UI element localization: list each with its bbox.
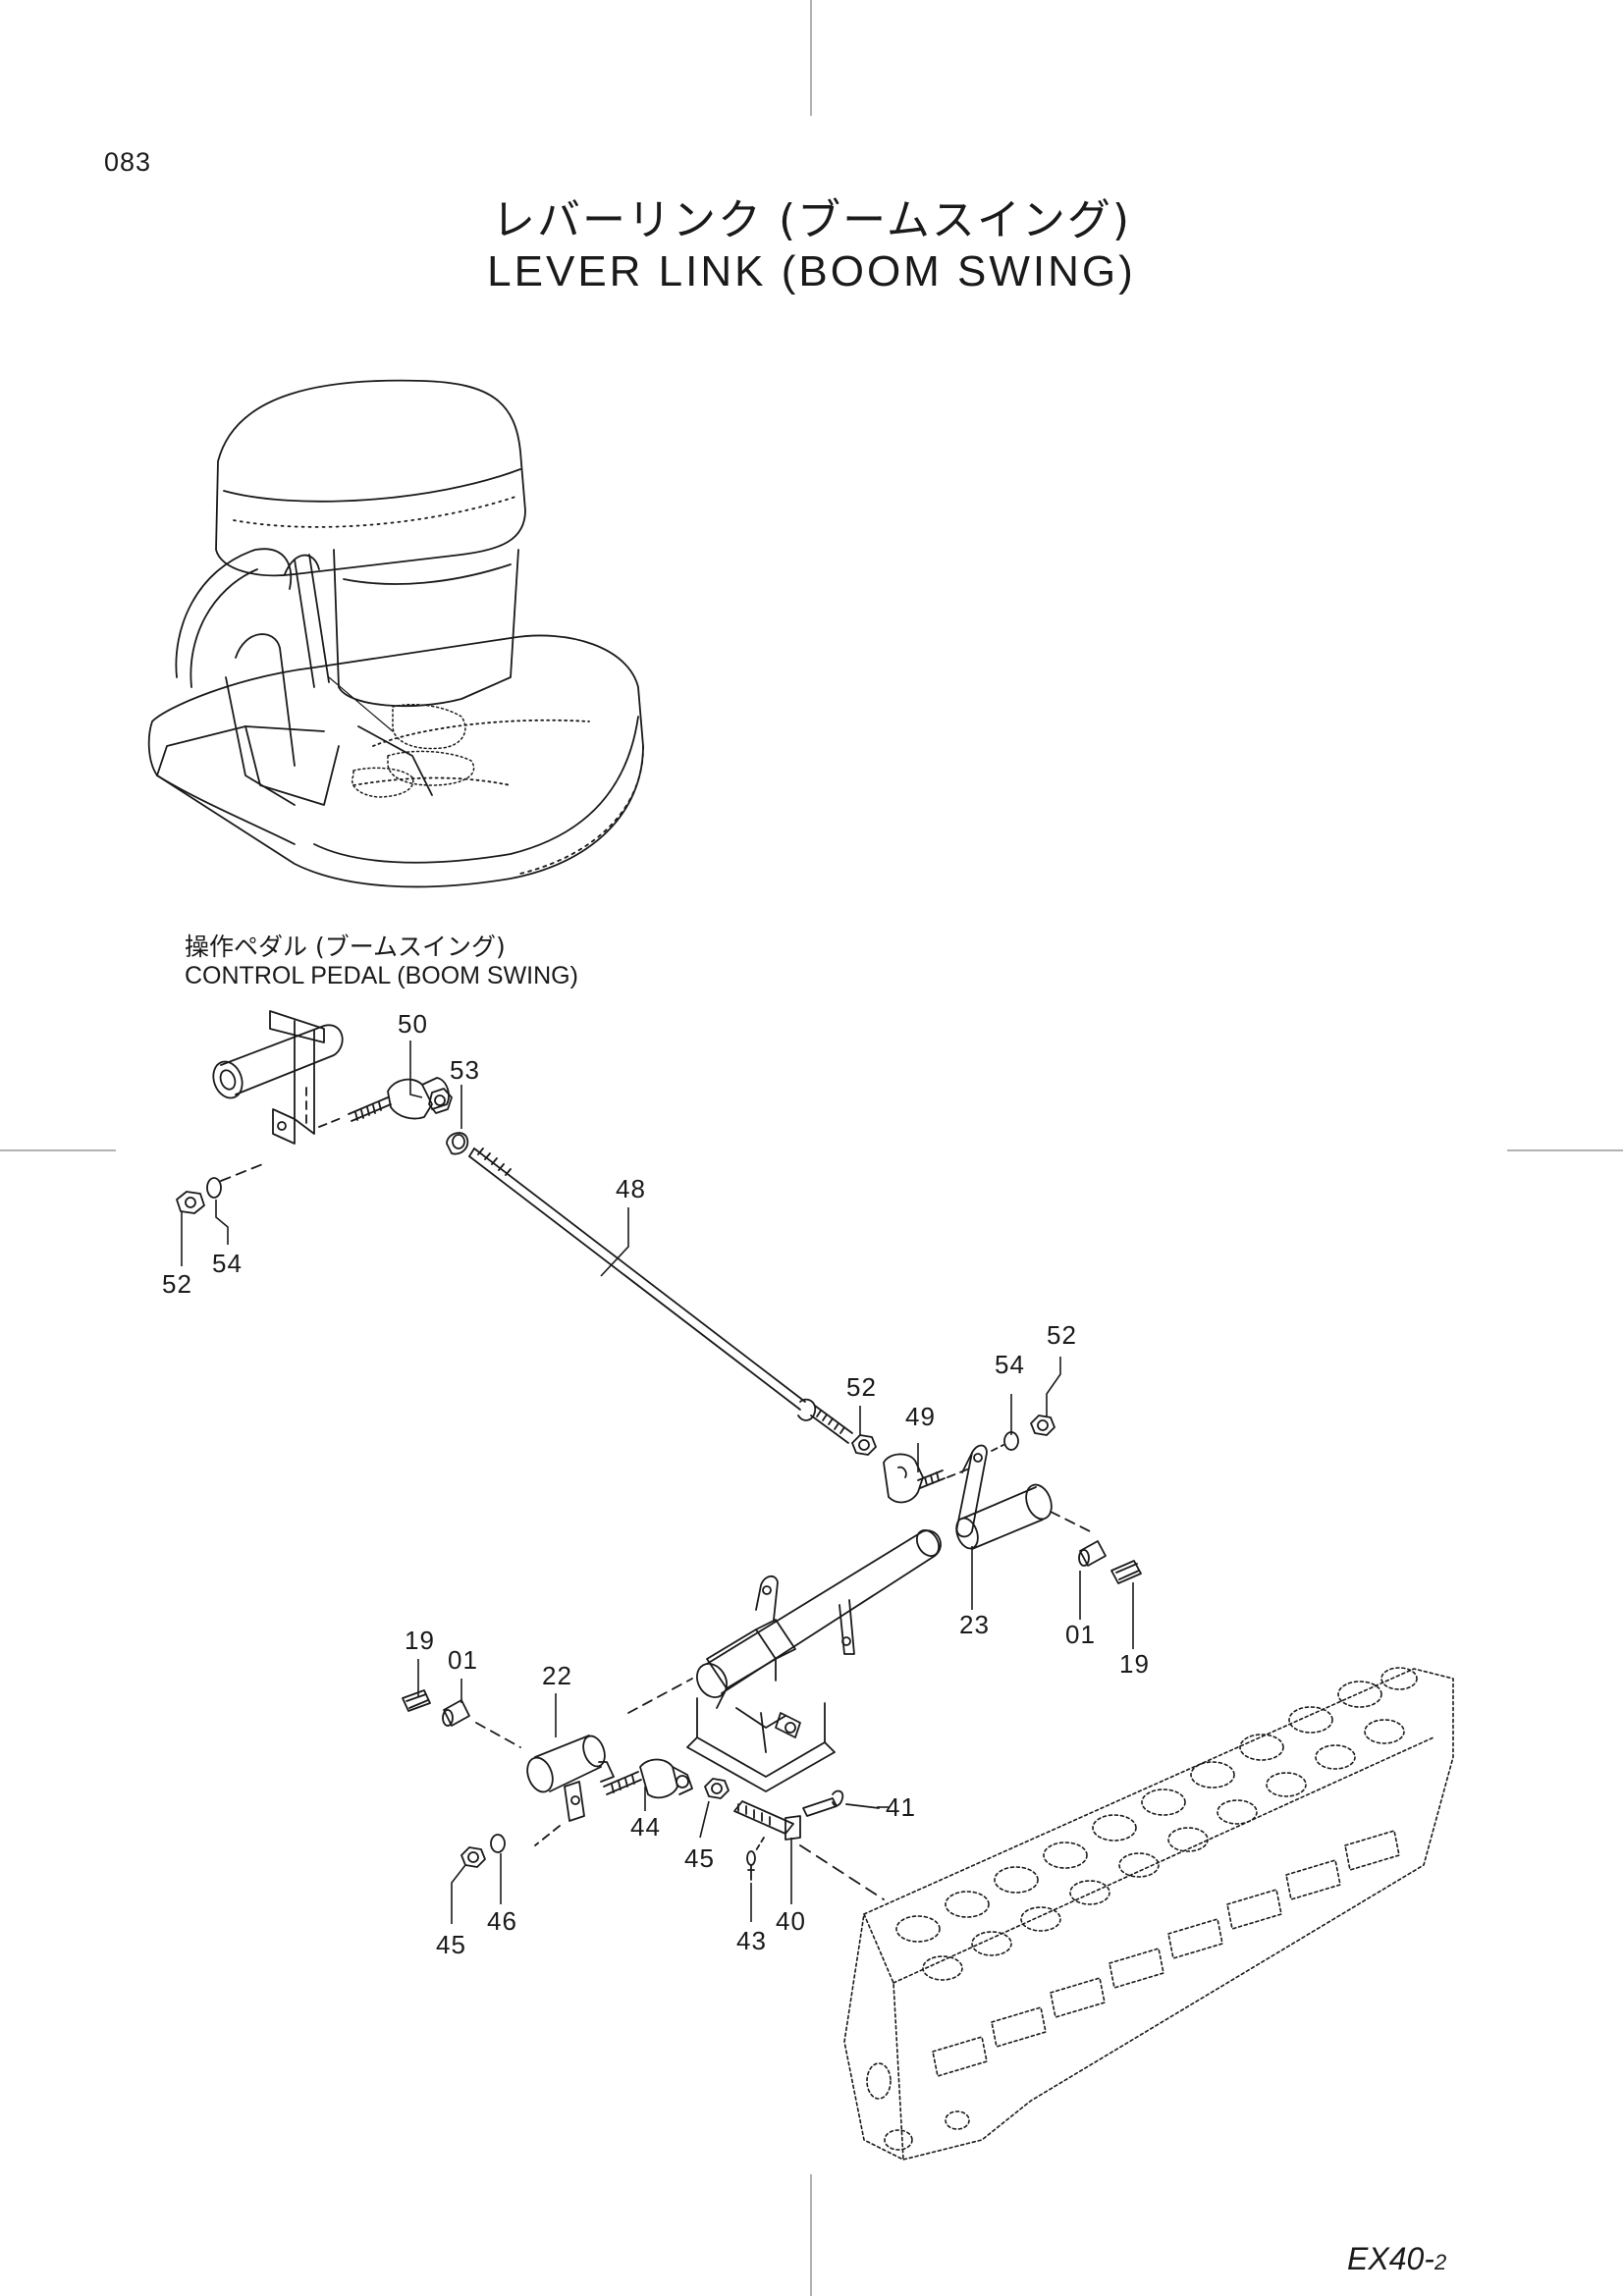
link-and-sleeve-23	[955, 1415, 1091, 1550]
callout-54-left: 54	[212, 1249, 243, 1278]
subassembly-label-english: CONTROL PEDAL (BOOM SWING)	[185, 962, 578, 989]
callout-41: 41	[886, 1792, 916, 1822]
page-number: 083	[104, 147, 152, 177]
pivot-shaft-and-stand	[627, 1528, 942, 1792]
title-english: LEVER LINK (BOOM SWING)	[487, 247, 1136, 295]
callout-01-right: 01	[1065, 1620, 1096, 1649]
rod-48	[468, 1148, 853, 1444]
clevis-pin-assembly	[733, 1789, 885, 1900]
ball-joint-lower	[883, 1453, 973, 1504]
callout-46: 46	[487, 1906, 517, 1936]
subassembly-label-japanese: 操作ペダル (ブームスイング)	[185, 933, 506, 961]
model-code: EX40-2	[1347, 2241, 1447, 2276]
control-valve-block	[843, 1667, 1454, 2161]
callout-52-mid: 52	[846, 1372, 877, 1402]
callout-48: 48	[616, 1174, 646, 1203]
callout-50: 50	[398, 1009, 428, 1039]
callout-19-right: 19	[1119, 1649, 1150, 1679]
callout-49: 49	[905, 1402, 936, 1431]
callout-54-right: 54	[995, 1350, 1025, 1379]
callout-19-left: 19	[405, 1626, 435, 1655]
ball-joint-upper	[318, 1077, 469, 1155]
pedal-bracket	[212, 1010, 344, 1145]
callout-52-right: 52	[1047, 1320, 1077, 1350]
lower-left-parts	[402, 1689, 730, 1868]
callout-01-left: 01	[448, 1645, 478, 1675]
nut-and-washer-left	[176, 1162, 266, 1214]
callout-45-upper: 45	[684, 1843, 715, 1873]
callout-44: 44	[630, 1812, 661, 1842]
callout-45-lower: 45	[436, 1930, 466, 1959]
callout-23: 23	[959, 1610, 990, 1639]
pins-right	[1078, 1540, 1142, 1584]
callout-43: 43	[736, 1926, 767, 1955]
callout-40: 40	[776, 1906, 806, 1936]
title-japanese: レバーリンク (ブームスイング)	[492, 195, 1131, 245]
machine-overview-illustration	[147, 379, 644, 888]
callout-52-left: 52	[162, 1269, 192, 1299]
callout-53: 53	[450, 1055, 480, 1085]
callout-22: 22	[542, 1661, 572, 1690]
